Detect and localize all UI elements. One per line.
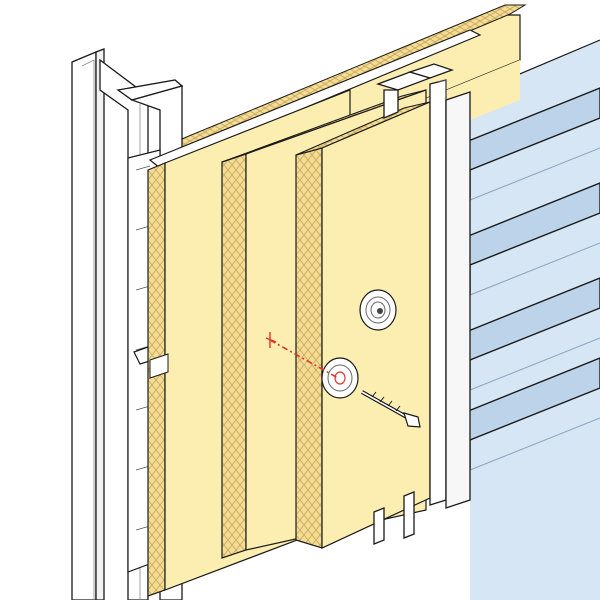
fixing-axis bbox=[265, 332, 339, 379]
fixing-screw bbox=[361, 390, 421, 428]
spacer-rail bbox=[373, 63, 471, 545]
insulation-fixing-upper bbox=[359, 289, 397, 331]
insulation-layer-front bbox=[295, 101, 431, 549]
insulation-fixing-lower bbox=[321, 357, 359, 399]
